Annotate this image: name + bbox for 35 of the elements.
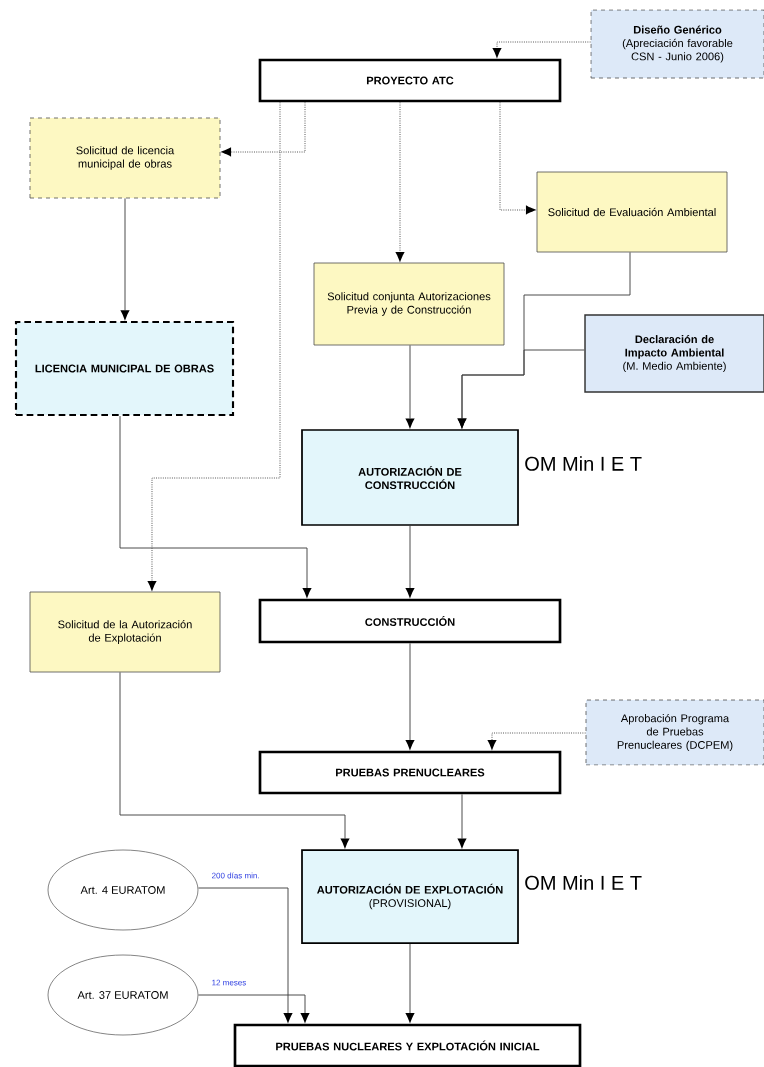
arrow (197, 887, 293, 1024)
arrow (395, 101, 405, 263)
arrow (405, 344, 415, 430)
license-box: LICENCIA MUNICIPAL DE OBRAS (14, 320, 235, 417)
arrow (405, 525, 415, 599)
arrow (492, 41, 592, 59)
request-box: Solicitud de licencia municipal de obras (29, 117, 221, 199)
arrow (499, 101, 537, 215)
arrow (119, 415, 312, 599)
authority-label: OM Min I E T (525, 875, 642, 890)
arrow (405, 642, 415, 751)
input-box: Aprobación Programa de Pruebas Prenucleares (DCPEM) (585, 699, 764, 766)
stage-box: PROYECTO ATC (258, 58, 562, 103)
request-box: Solicitud de la Autorización de Explotación (29, 591, 221, 673)
stage-box: PRUEBAS PRENUCLEARES (258, 750, 562, 795)
input-box: Diseño Genérico (Apreciación favorable CSN - Junio 2006) (590, 9, 764, 79)
arrow (457, 349, 585, 430)
authorization-box: AUTORIZACIÓN DE EXPLOTACIÓN (PROVISIONAL) (301, 849, 519, 944)
arrow (457, 793, 467, 850)
authority-label: OM Min I E T (525, 456, 642, 471)
request-box: Solicitud de Evaluación Ambiental (536, 171, 728, 253)
edge-label: 200 días min. (210, 871, 261, 880)
arrow (119, 671, 350, 850)
stage-box: PRUEBAS NUCLEARES Y EXPLOTACIÓN INICIAL (233, 1023, 582, 1067)
arrow (487, 732, 587, 751)
arrow (220, 101, 306, 157)
arrow (147, 101, 281, 592)
input-box: Declaración de Impacto Ambiental (M. Medio Ambiente) (584, 314, 764, 393)
arrow (197, 994, 310, 1024)
authorization-box: AUTORIZACIÓN DE CONSTRUCCIÓN (301, 429, 519, 526)
request-box: Solicitud conjunta Autorizaciones Previa y de Construcción (313, 262, 505, 346)
stage-box: CONSTRUCCIÓN (258, 598, 562, 644)
arrow (120, 197, 130, 321)
edge-label: 12 meses (210, 978, 248, 987)
arrow (405, 943, 415, 1024)
